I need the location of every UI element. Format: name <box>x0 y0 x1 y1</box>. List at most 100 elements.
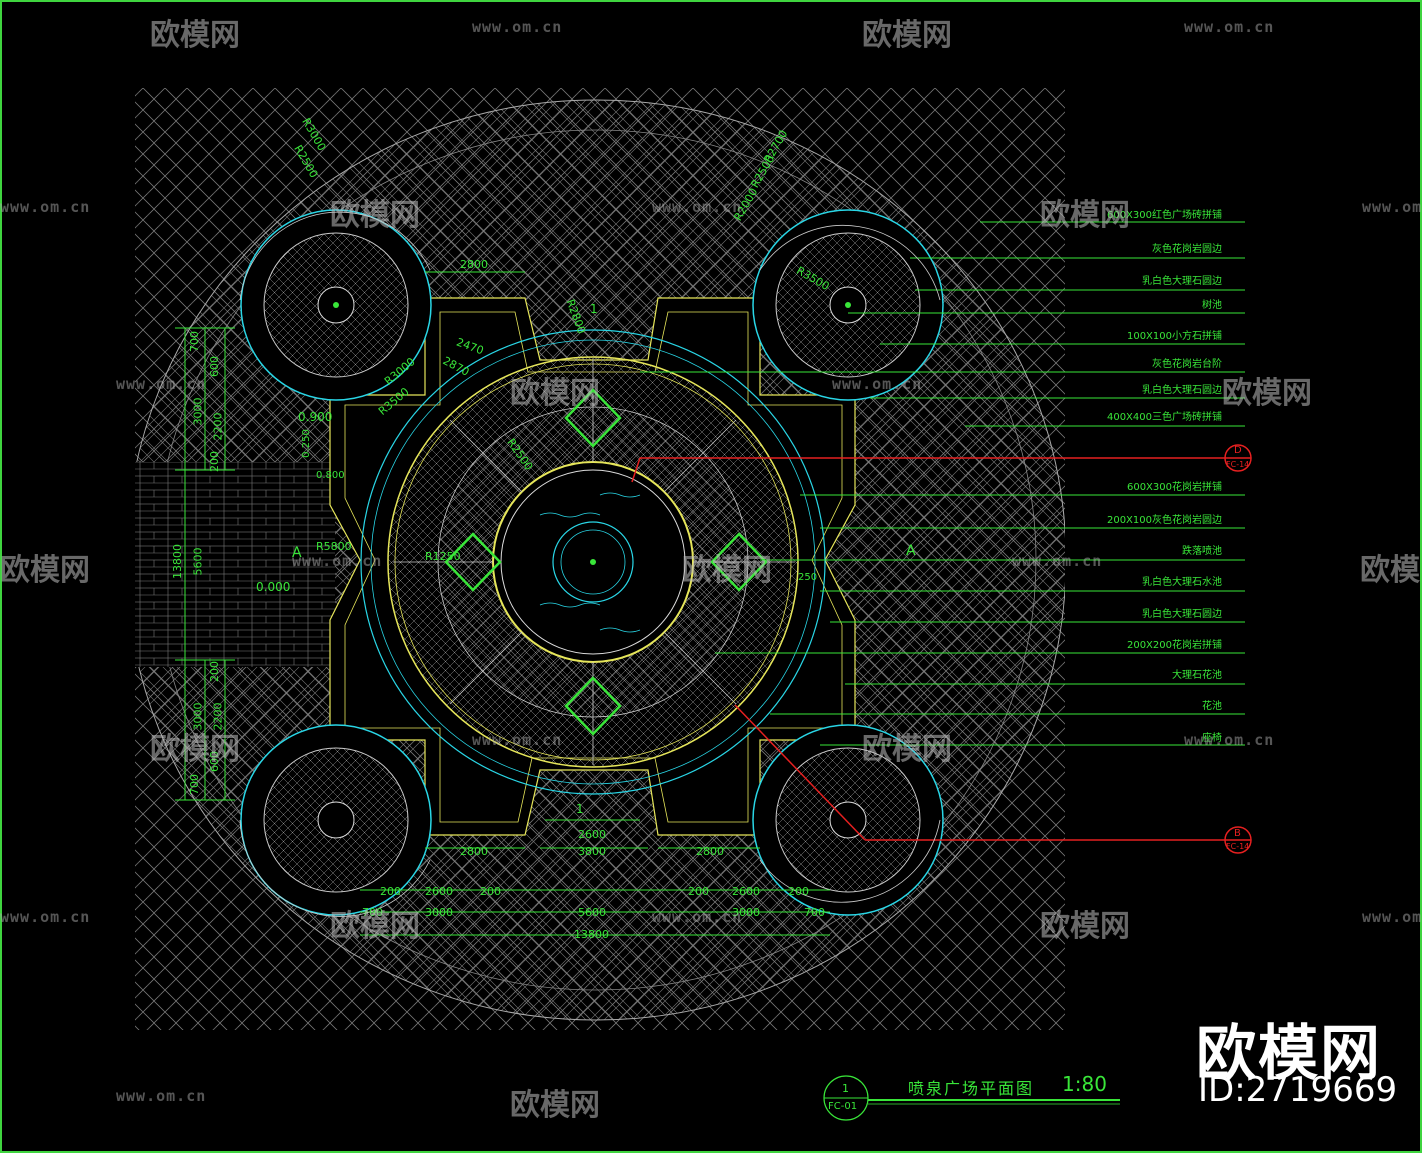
watermark-brand: 欧模网 <box>1040 198 1130 233</box>
dim-row2-c: 200 <box>480 885 501 898</box>
dim-left-upper-e: 200 <box>208 451 221 472</box>
material-label: 灰色花岗岩台阶 <box>1152 359 1222 370</box>
watermark-brand: 欧模网 <box>150 732 240 767</box>
dim-row2-e: 2600 <box>732 885 760 898</box>
material-label: 乳白色大理石圆边 <box>1142 385 1222 396</box>
watermark-brand: 欧模网 <box>150 18 240 53</box>
material-label: 座椅 <box>1202 733 1222 744</box>
dim-row2-f: 200 <box>788 885 809 898</box>
dim-left-lower-a: 200 <box>208 661 221 682</box>
elevation-0900: 0.900 <box>298 410 333 424</box>
dim-bottom-3800: 3800 <box>578 845 606 858</box>
watermark-url: www.om.cn <box>652 908 743 926</box>
dim-left-mid: 5600 <box>191 547 205 576</box>
dim-row3-b: 3000 <box>425 906 453 919</box>
watermark-url: www.om.cn <box>1184 731 1275 749</box>
watermark-brand: 欧模网 <box>862 732 952 767</box>
watermark-url: www.om.cn <box>472 18 563 36</box>
dim-left-lower-e: 700 <box>188 774 201 795</box>
dim-left-upper-a: 700 <box>188 331 201 352</box>
watermark-brand: 欧模网 <box>682 553 772 588</box>
watermark-brand: 欧模网 <box>330 909 420 944</box>
material-label: 树池 <box>1202 300 1222 311</box>
leader-lines <box>640 221 1245 746</box>
callout-lines <box>631 444 1252 854</box>
watermark-brand: 欧模网 <box>330 198 420 233</box>
model-id: ID:2719669 <box>1198 1070 1398 1110</box>
callout-b-sheet: FC-14 <box>1226 842 1250 851</box>
dim-left-upper-d: 2200 <box>211 412 225 441</box>
dim-250: 250 <box>798 572 818 583</box>
watermark-brand: 欧模网 <box>1360 553 1422 588</box>
dim-row3-c: 5600 <box>578 906 606 919</box>
material-label: 乳白色大理石水池 <box>1142 577 1222 588</box>
callout-d-sheet: FC-14 <box>1226 460 1250 469</box>
dim-row2-d: 200 <box>688 885 709 898</box>
dim-total-bottom: 13800 <box>574 928 609 941</box>
section-a-right: A <box>906 543 916 559</box>
material-label: 400X400三色广场砖拼铺 <box>1106 412 1222 423</box>
section-1-bottom: 1 <box>576 802 584 816</box>
dim-row3-d: 3000 <box>732 906 760 919</box>
material-label: 乳白色大理石圆边 <box>1142 276 1222 287</box>
material-label: 乳白色大理石圆边 <box>1142 609 1222 620</box>
material-label: 花池 <box>1202 701 1222 712</box>
elevation-0000: 0.000 <box>256 580 291 594</box>
watermark-url: www.om.cn <box>0 198 91 216</box>
section-1-top: 1 <box>590 302 598 316</box>
arc-outlines <box>239 211 941 917</box>
tree-pit-top-left <box>240 209 432 401</box>
watermark-url: www.om.cn <box>1362 198 1422 216</box>
watermark-url: www.om.cn <box>832 375 923 393</box>
central-fountain <box>360 329 826 795</box>
watermark-brand: 欧模网 <box>1040 909 1130 944</box>
dim-row3-a: 700 <box>362 906 383 919</box>
watermark-url: www.om.cn <box>116 1087 207 1105</box>
material-label: 600X300花岗岩拼铺 <box>1126 482 1222 493</box>
material-label: 灰色花岗岩圆边 <box>1152 244 1222 255</box>
radius-r5800: R5800 <box>316 540 352 553</box>
callout-d-label: D <box>1234 445 1242 456</box>
dim-left-total: 13800 <box>171 544 184 579</box>
radius-r1250: R1250 <box>425 550 461 563</box>
watermark-url: www.om.cn <box>1012 552 1103 570</box>
watermark-url: www.om.cn <box>652 198 743 216</box>
tree-pits <box>240 209 944 916</box>
dim-bottom-2800-left: 2800 <box>460 845 488 858</box>
watermark-brand: 欧模网 <box>862 18 952 53</box>
dim-bottom-2800-right: 2800 <box>696 845 724 858</box>
material-label: 大理石花池 <box>1172 670 1222 681</box>
material-label: 200X100灰色花岗岩圆边 <box>1106 515 1222 526</box>
dim-row3-e: 700 <box>804 906 825 919</box>
dim-row2-a: 200 <box>380 885 401 898</box>
watermark-brand: 欧模网 <box>1222 376 1312 411</box>
watermark-url: www.om.cn <box>1184 18 1275 36</box>
tree-pit-top-right <box>752 209 944 401</box>
section-a-left: A <box>292 545 302 561</box>
watermark-brand: 欧模网 <box>510 376 600 411</box>
sheet-ref-top: 1 <box>842 1082 849 1095</box>
dim-0800: 0.800 <box>316 470 345 481</box>
material-label: 100X100小方石拼铺 <box>1126 331 1222 342</box>
drawing-scale: 1:80 <box>1062 1072 1107 1096</box>
dim-0250: 0.250 <box>300 429 312 458</box>
dim-row2-b: 2600 <box>425 885 453 898</box>
drawing-title: 喷泉广场平面图 <box>908 1079 1035 1098</box>
watermark-url: www.om.cn <box>0 908 91 926</box>
watermark-url: www.om.cn <box>1362 908 1422 926</box>
dimension-lines <box>175 271 830 936</box>
watermark-url: www.om.cn <box>116 375 207 393</box>
dim-top-2800: 2800 <box>460 258 488 271</box>
watermark-brand: 欧模网 <box>0 553 90 588</box>
dim-left-upper-c: 3000 <box>191 397 205 426</box>
watermark-url: www.om.cn <box>472 731 563 749</box>
dim-left-upper-b: 600 <box>208 356 221 377</box>
tree-pit-bottom-left <box>240 724 432 916</box>
material-label: 200X200花岗岩拼铺 <box>1126 640 1222 651</box>
watermark-url: www.om.cn <box>292 552 383 570</box>
callout-b-label: B <box>1234 828 1241 839</box>
material-label: 跌落喷池 <box>1182 546 1222 557</box>
material-label: 600X300红色广场砖拼铺 <box>1106 210 1222 221</box>
